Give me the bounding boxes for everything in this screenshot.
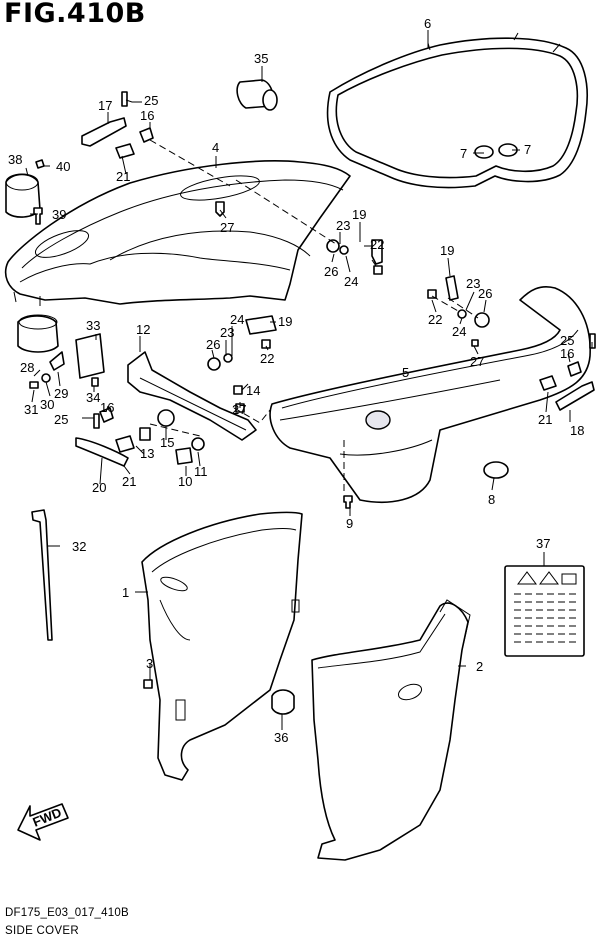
callout-23c: 23 xyxy=(220,325,234,340)
leader-lines xyxy=(25,30,593,730)
callout-27a: 27 xyxy=(220,220,234,235)
callout-1: 1 xyxy=(122,585,129,600)
part-5-lower-cover xyxy=(269,285,591,503)
callout-24b: 24 xyxy=(452,324,466,339)
callout-19a: 19 xyxy=(352,207,366,222)
callout-29: 29 xyxy=(54,386,68,401)
callout-12: 12 xyxy=(136,322,150,337)
callout-25a: 25 xyxy=(144,93,158,108)
callout-18: 18 xyxy=(570,423,584,438)
callout-24a: 24 xyxy=(344,274,358,289)
fwd-arrow-icon: FWD xyxy=(17,803,69,841)
callout-21c: 21 xyxy=(538,412,552,427)
callout-34: 34 xyxy=(86,390,100,405)
callout-9: 9 xyxy=(346,516,353,531)
callout-11: 11 xyxy=(194,464,208,479)
figure-code: DF175_E03_017_410B xyxy=(5,907,129,919)
callout-32: 32 xyxy=(72,539,86,554)
callout-30: 30 xyxy=(40,397,54,412)
callout-17: 17 xyxy=(98,98,112,113)
callout-27c: 27 xyxy=(232,402,246,417)
callout-36: 36 xyxy=(274,730,288,745)
assembly-lines xyxy=(149,139,479,494)
callout-39: 39 xyxy=(52,207,66,222)
callout-24c: 24 xyxy=(230,312,244,327)
callout-6: 6 xyxy=(424,16,431,31)
part-32-cable-tie xyxy=(31,509,53,641)
callout-5: 5 xyxy=(402,365,409,380)
callout-16c: 16 xyxy=(560,346,574,361)
callout-22a: 22 xyxy=(370,237,384,252)
callout-27b: 27 xyxy=(470,354,484,369)
callout-2: 2 xyxy=(476,659,483,674)
callout-25b: 25 xyxy=(54,412,68,427)
callout-7a: 7 xyxy=(460,146,467,161)
callout-22b: 22 xyxy=(428,312,442,327)
callout-16b: 16 xyxy=(100,400,114,415)
part-1-lower-cover-left xyxy=(141,511,303,781)
part-6-seal xyxy=(326,32,588,189)
callout-40: 40 xyxy=(56,159,70,174)
callout-37: 37 xyxy=(536,536,550,551)
figure-caption: SIDE COVER xyxy=(5,925,79,937)
callout-10: 10 xyxy=(178,474,192,489)
callout-35: 35 xyxy=(254,51,268,66)
callout-13: 13 xyxy=(140,446,154,461)
callout-26b: 26 xyxy=(478,286,492,301)
figure-title: FIG.410B xyxy=(4,0,146,29)
callout-22c: 22 xyxy=(260,351,274,366)
callout-19b: 19 xyxy=(440,243,454,258)
callout-labels: 1 2 3 4 5 6 7 7 8 9 10 11 12 13 14 15 16… xyxy=(8,16,584,745)
callout-23b: 23 xyxy=(466,276,480,291)
callout-8: 8 xyxy=(488,492,495,507)
callout-19c: 19 xyxy=(278,314,292,329)
callout-21a: 21 xyxy=(116,169,130,184)
part-37-label xyxy=(504,565,585,657)
callout-7b: 7 xyxy=(524,142,531,157)
callout-20: 20 xyxy=(92,480,106,495)
callout-33: 33 xyxy=(86,318,100,333)
callout-26c: 26 xyxy=(206,337,220,352)
callout-3: 3 xyxy=(146,656,153,671)
part-12-bracket xyxy=(127,351,257,441)
small-hardware xyxy=(5,79,596,715)
callout-28: 28 xyxy=(20,360,34,375)
callout-21b: 21 xyxy=(122,474,136,489)
part-2-lower-cover-right xyxy=(311,599,471,861)
callout-4: 4 xyxy=(212,140,219,155)
callout-25c: 25 xyxy=(560,333,574,348)
callout-14: 14 xyxy=(246,383,260,398)
callout-31: 31 xyxy=(24,402,38,417)
part-4-upper-cover xyxy=(4,160,351,306)
callout-23a: 23 xyxy=(336,218,350,233)
callout-15: 15 xyxy=(160,435,174,450)
callout-26a: 26 xyxy=(324,264,338,279)
callout-38: 38 xyxy=(8,152,22,167)
callout-16a: 16 xyxy=(140,108,154,123)
